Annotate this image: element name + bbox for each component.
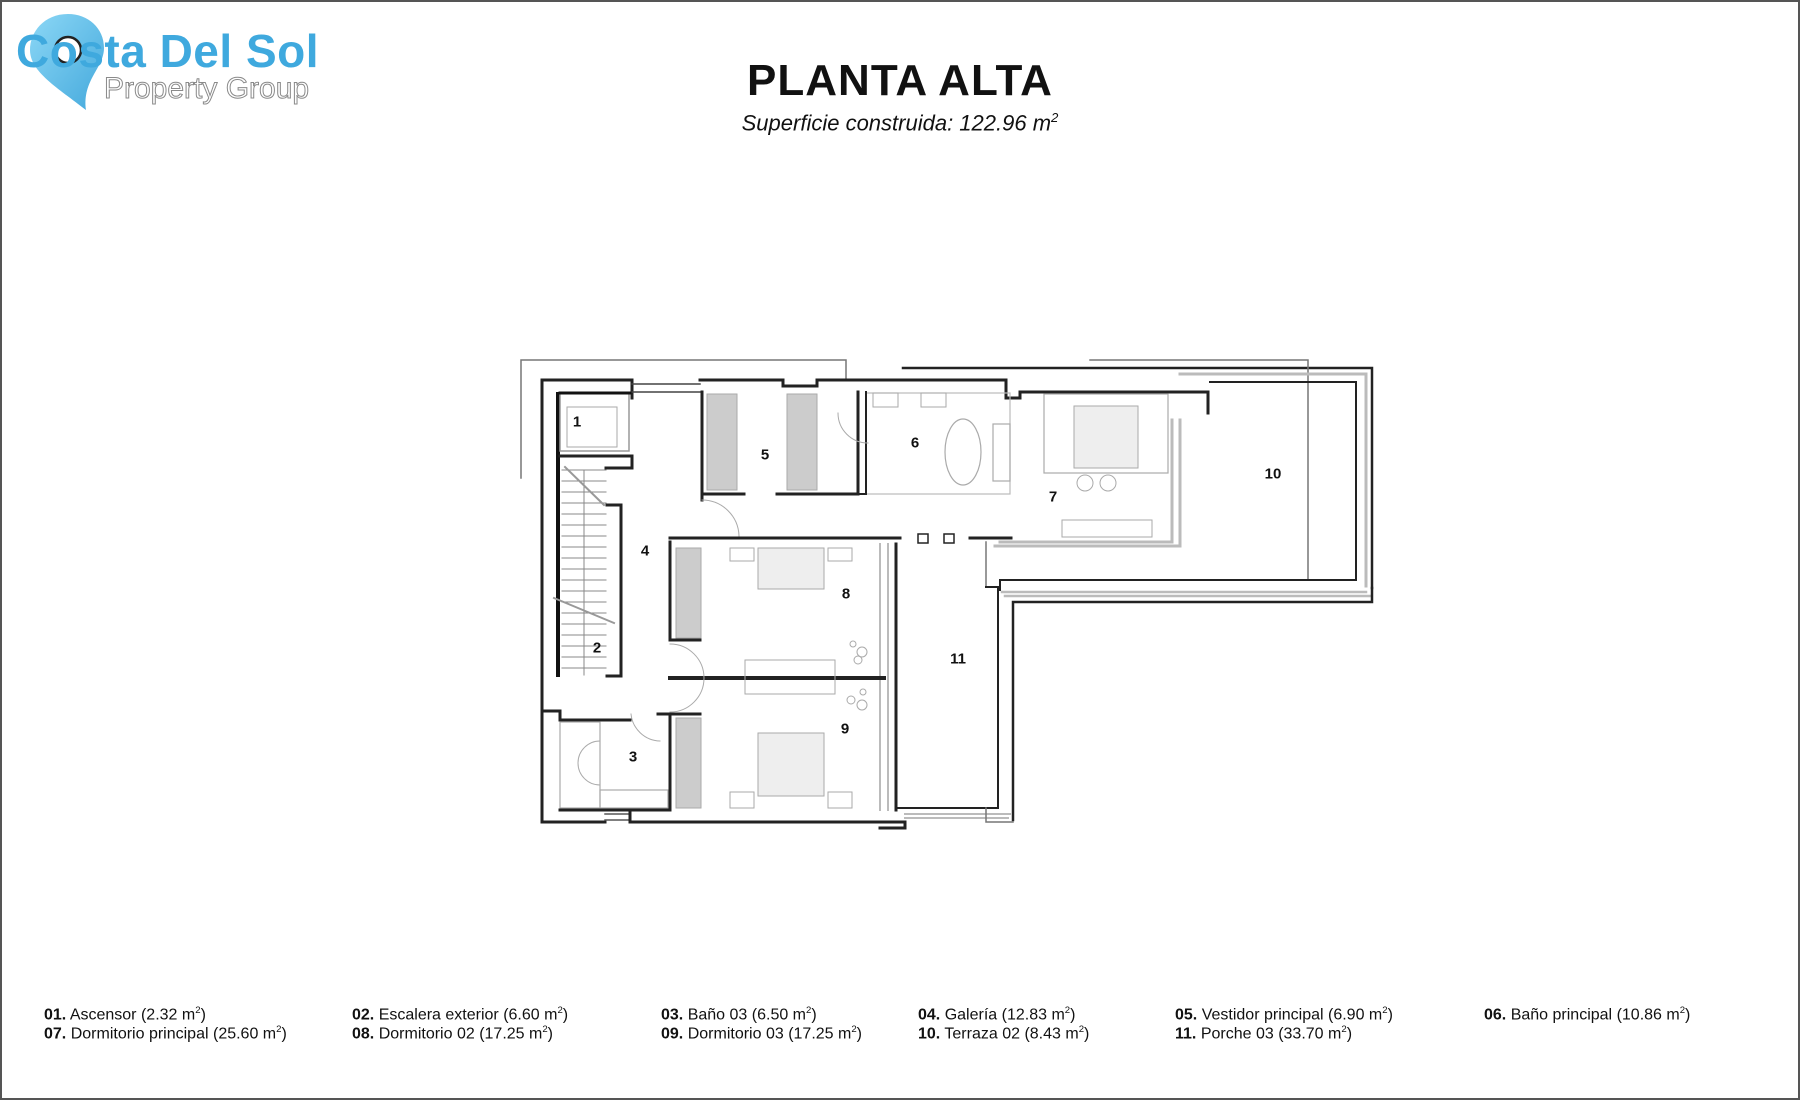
legend-item: 07. Dormitorio principal (25.60 m2) [44, 1024, 287, 1043]
room-label-7: 7 [1048, 488, 1058, 506]
legend-item: 08. Dormitorio 02 (17.25 m2) [352, 1024, 553, 1043]
legend-item: 06. Baño principal (10.86 m2) [1484, 1005, 1691, 1024]
brand-logo: Costa Del Sol Property Group [8, 10, 328, 110]
legend-item: 09. Dormitorio 03 (17.25 m2) [661, 1024, 862, 1043]
room-label-4: 4 [640, 542, 650, 560]
room-label-5: 5 [760, 446, 770, 464]
map-pin-icon [30, 14, 104, 110]
page-title: PLANTA ALTA [747, 56, 1053, 105]
room-label-9: 9 [840, 720, 850, 738]
brand-name: Costa Del Sol [16, 25, 320, 77]
legend-item: 04. Galería (12.83 m2) [918, 1005, 1076, 1024]
room-label-1: 1 [572, 413, 582, 431]
legend-item: 01. Ascensor (2.32 m2) [44, 1005, 206, 1024]
room-label-8: 8 [841, 585, 851, 603]
legend-item: 05. Vestidor principal (6.90 m2) [1175, 1005, 1393, 1024]
built-area-text: Superficie construida: 122.96 m [741, 110, 1052, 136]
room-label-10: 10 [1264, 465, 1282, 483]
legend-item: 10. Terraza 02 (8.43 m2) [918, 1024, 1090, 1043]
built-area-subtitle: Superficie construida: 122.96 m2 [0, 110, 1800, 136]
legend-item: 03. Baño 03 (6.50 m2) [661, 1005, 817, 1024]
brand-tagline: Property Group [103, 72, 310, 106]
legend-item: 02. Escalera exterior (6.60 m2) [352, 1005, 569, 1024]
unit-superscript: 2 [1051, 110, 1059, 125]
legend-item: 11. Porche 03 (33.70 m2) [1175, 1024, 1353, 1043]
room-label-2: 2 [592, 639, 602, 657]
room-label-3: 3 [628, 748, 638, 766]
room-label-11: 11 [950, 650, 966, 668]
room-label-6: 6 [910, 434, 920, 452]
